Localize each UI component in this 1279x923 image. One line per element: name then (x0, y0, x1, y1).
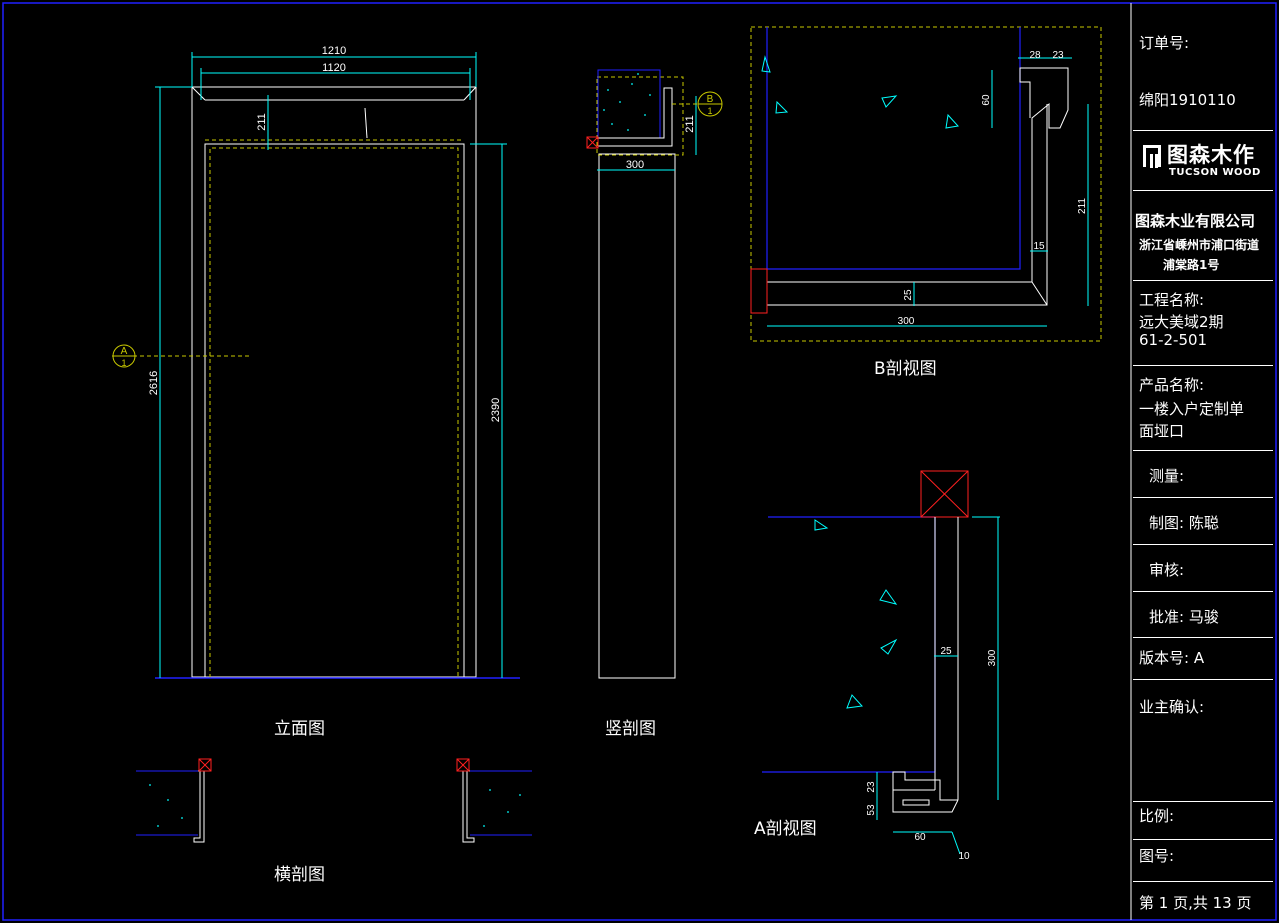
dim-text-a-60: 60 (914, 832, 926, 843)
review-row: 审核: (1133, 544, 1273, 592)
owner-confirm-label: 业主确认: (1139, 698, 1205, 716)
marker-b-number: 1 (707, 106, 712, 116)
dim-text-b-211: 211 (1077, 198, 1088, 214)
version-label: 版本号: A (1139, 649, 1205, 667)
label-section-a: A剖视图 (754, 819, 817, 839)
dim-text-1120: 1120 (322, 62, 346, 74)
order-no-label: 订单号: (1139, 34, 1190, 52)
survey-row: 测量: (1133, 450, 1273, 498)
drawing-no-label: 图号: (1139, 847, 1175, 865)
nailer-block (586, 136, 599, 149)
vertical-section-view (586, 69, 723, 679)
wall-line (766, 27, 1021, 270)
order-no: 绵阳1910110 (1139, 91, 1236, 109)
label-horizontal-section: 横剖图 (274, 865, 325, 885)
concrete-hatch-h (149, 784, 521, 827)
marker-a-letter: A (121, 346, 128, 357)
drawn-label: 制图: 陈聪 (1149, 514, 1219, 532)
owner-confirm-row: 业主确认: (1133, 679, 1273, 802)
elevation-outer-frame (191, 86, 477, 678)
scale-label: 比例: (1139, 807, 1175, 825)
logo-row: 图森木作 TUCSON WOOD (1133, 130, 1273, 191)
elevation-inner-frame (204, 143, 465, 678)
company-name: 图森木业有限公司 (1135, 212, 1256, 230)
dim-text-a-23: 23 (866, 781, 877, 793)
project-line-2: 61-2-501 (1139, 331, 1208, 349)
dim-text-b-300: 300 (898, 316, 915, 327)
survey-label: 测量: (1149, 467, 1185, 485)
dim-text-b-23: 23 (1052, 50, 1064, 61)
head-profile (598, 87, 673, 147)
page-row: 第 1 页,共 13 页 (1133, 881, 1273, 921)
company-address-2: 浦棠路1号 (1163, 258, 1220, 272)
company-address-1: 浙江省嵊州市浦口街道 (1139, 238, 1260, 252)
concrete-hatch (603, 73, 651, 131)
nailer-block-a (920, 470, 969, 518)
marker-b-letter: B (707, 94, 714, 105)
project-line-1: 远大美域2期 (1139, 313, 1224, 331)
label-elevation: 立面图 (274, 719, 325, 739)
logo-text-cn: 图森木作 (1167, 143, 1255, 167)
logo-text-en: TUCSON WOOD (1169, 167, 1261, 178)
company-row: 图森木业有限公司 浙江省嵊州市浦口街道 浦棠路1号 (1133, 190, 1273, 281)
approve-row: 批准: 马骏 (1133, 591, 1273, 638)
dim-text-300: 300 (626, 159, 644, 171)
dim-text-b-15: 15 (1033, 241, 1045, 252)
drawing-no-row: 图号: (1133, 839, 1273, 882)
version-row: 版本号: A (1133, 637, 1273, 680)
logo-icon (1143, 145, 1161, 168)
horizontal-section-view (136, 758, 532, 843)
dim-text-2390: 2390 (490, 398, 502, 422)
section-a-view (762, 470, 1000, 855)
drawn-row: 制图: 陈聪 (1133, 497, 1273, 545)
dim-text-b-25: 25 (903, 289, 914, 301)
label-section-b: B剖视图 (874, 359, 937, 379)
title-block: 订单号: 绵阳1910110 图森木作 TUCSON WOOD 图森木业有限公司… (1133, 3, 1273, 920)
page-info: 第 1 页,共 13 页 (1139, 894, 1252, 912)
dim-text-a-25: 25 (940, 646, 952, 657)
project-label: 工程名称: (1139, 291, 1205, 309)
dim-text-vs-211: 211 (684, 115, 696, 133)
dim-text-b-60: 60 (981, 94, 992, 106)
product-row: 产品名称: 一楼入户定制单 面垭口 (1133, 365, 1273, 451)
product-label: 产品名称: (1139, 376, 1205, 394)
section-b-hidden-boundary (750, 26, 1102, 342)
product-line-1: 一楼入户定制单 (1139, 400, 1245, 418)
project-row: 工程名称: 远大美域2期 61-2-501 (1133, 280, 1273, 366)
dim-text-2616: 2616 (148, 371, 160, 395)
jamb-side-board (598, 153, 676, 679)
review-label: 审核: (1149, 561, 1185, 579)
product-line-2: 面垭口 (1139, 422, 1185, 440)
nailer-block-b (750, 268, 768, 314)
dim-text-a-300: 300 (987, 649, 998, 666)
dim-text-1210: 1210 (322, 45, 346, 57)
dim-text-a-53: 53 (866, 804, 877, 816)
approve-label: 批准: 马骏 (1149, 608, 1219, 626)
dim-text-211: 211 (256, 113, 268, 131)
hidden-line (209, 147, 459, 678)
scale-row: 比例: (1133, 801, 1273, 840)
dim-text-b-28: 28 (1029, 50, 1041, 61)
elevation-view (112, 52, 520, 679)
dim-text-a-10: 10 (958, 851, 970, 862)
label-vertical-section: 竖剖图 (605, 719, 656, 739)
marker-a-number: 1 (121, 358, 126, 368)
section-b-view (750, 26, 1102, 342)
